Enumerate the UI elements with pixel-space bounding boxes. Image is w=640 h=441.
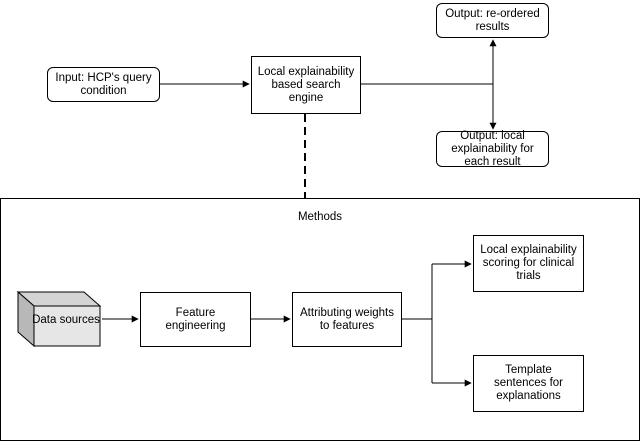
template-sentences-label: Template sentences for explanations: [493, 364, 564, 402]
output-local-explainability-label: Output: local explainability for each re…: [451, 129, 534, 168]
feature-engineering-label: Feature engineering: [165, 306, 226, 332]
scoring-box: Local explainability scoring for clinica…: [473, 235, 584, 292]
feature-engineering-box: Feature engineering: [140, 292, 251, 347]
attributing-weights-label: Attributing weights to features: [300, 306, 394, 332]
search-engine-label: Local explainability based search engine: [257, 65, 355, 104]
output-local-explainability-box: Output: local explainability for each re…: [436, 129, 549, 168]
input-query-box: Input: HCP's query condition: [47, 67, 160, 102]
scoring-label: Local explainability scoring for clinica…: [480, 244, 577, 282]
template-sentences-box: Template sentences for explanations: [473, 355, 584, 412]
output-reordered-label: Output: re-ordered results: [445, 7, 540, 33]
methods-title: Methods: [297, 211, 343, 223]
data-sources-label: Data sources: [32, 314, 100, 326]
search-engine-box: Local explainability based search engine: [251, 56, 361, 114]
attributing-weights-box: Attributing weights to features: [292, 292, 402, 347]
database-cube-icon: [16, 290, 102, 348]
input-query-label: Input: HCP's query condition: [55, 71, 152, 97]
output-reordered-box: Output: re-ordered results: [436, 3, 549, 38]
